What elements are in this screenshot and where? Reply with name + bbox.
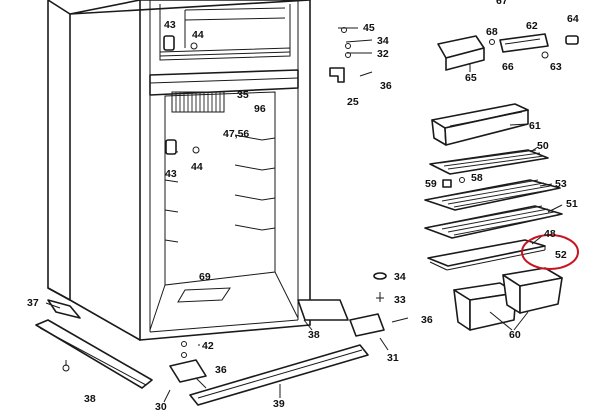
label-36-right: 36 [421,314,433,326]
wire-shelf-50 [429,149,549,175]
label-64: 64 [567,13,579,25]
label-61: 61 [529,120,541,132]
label-25: 25 [347,96,359,108]
label-43-top: 43 [164,19,176,31]
label-36-bottom: 36 [215,364,227,376]
wire-shelf-51 [424,205,563,239]
label-60: 60 [509,329,521,341]
label-47-56: 47,56 [223,128,249,140]
label-63: 63 [550,61,562,73]
label-37: 37 [27,297,39,309]
label-39: 39 [273,398,285,410]
label-52: 52 [555,249,567,261]
label-66: 66 [502,61,514,73]
crisper-cover [431,103,529,146]
callouts: 67 45 43 44 34 32 68 62 64 65 66 63 36 2… [27,0,579,413]
label-36-top: 36 [380,80,392,92]
label-43-bottom: 43 [165,168,177,180]
leader-lines [45,27,563,403]
base-rails [35,272,409,406]
label-69: 69 [199,271,211,283]
label-34-bottom: 34 [394,271,406,283]
shelf-clips [442,177,465,188]
label-44-top: 44 [192,29,204,41]
label-48: 48 [544,228,556,240]
label-35: 35 [237,89,249,101]
label-62: 62 [526,20,538,32]
label-68: 68 [486,26,498,38]
label-67: 67 [496,0,508,7]
label-34-top: 34 [377,35,389,47]
label-38-right: 38 [308,329,320,341]
hinge-brackets [163,27,373,155]
door-bin-assembly [437,33,579,71]
label-96: 96 [254,103,266,115]
label-58: 58 [471,172,483,184]
label-31: 31 [387,352,399,364]
label-38-left: 38 [84,393,96,405]
label-50: 50 [537,140,549,152]
label-65: 65 [465,72,477,84]
fridge-cabinet [47,0,349,341]
glass-shelf-52 [427,239,546,271]
highlight-ring [521,234,579,270]
label-59: 59 [425,178,437,190]
label-51: 51 [566,198,578,210]
label-53: 53 [555,178,567,190]
label-33: 33 [394,294,406,306]
label-32: 32 [377,48,389,60]
label-30: 30 [155,401,167,413]
crisper-drawers [453,267,563,331]
label-45: 45 [363,22,375,34]
label-42: 42 [202,340,214,352]
wire-shelf-53 [424,179,561,211]
label-44-bottom: 44 [191,161,203,173]
